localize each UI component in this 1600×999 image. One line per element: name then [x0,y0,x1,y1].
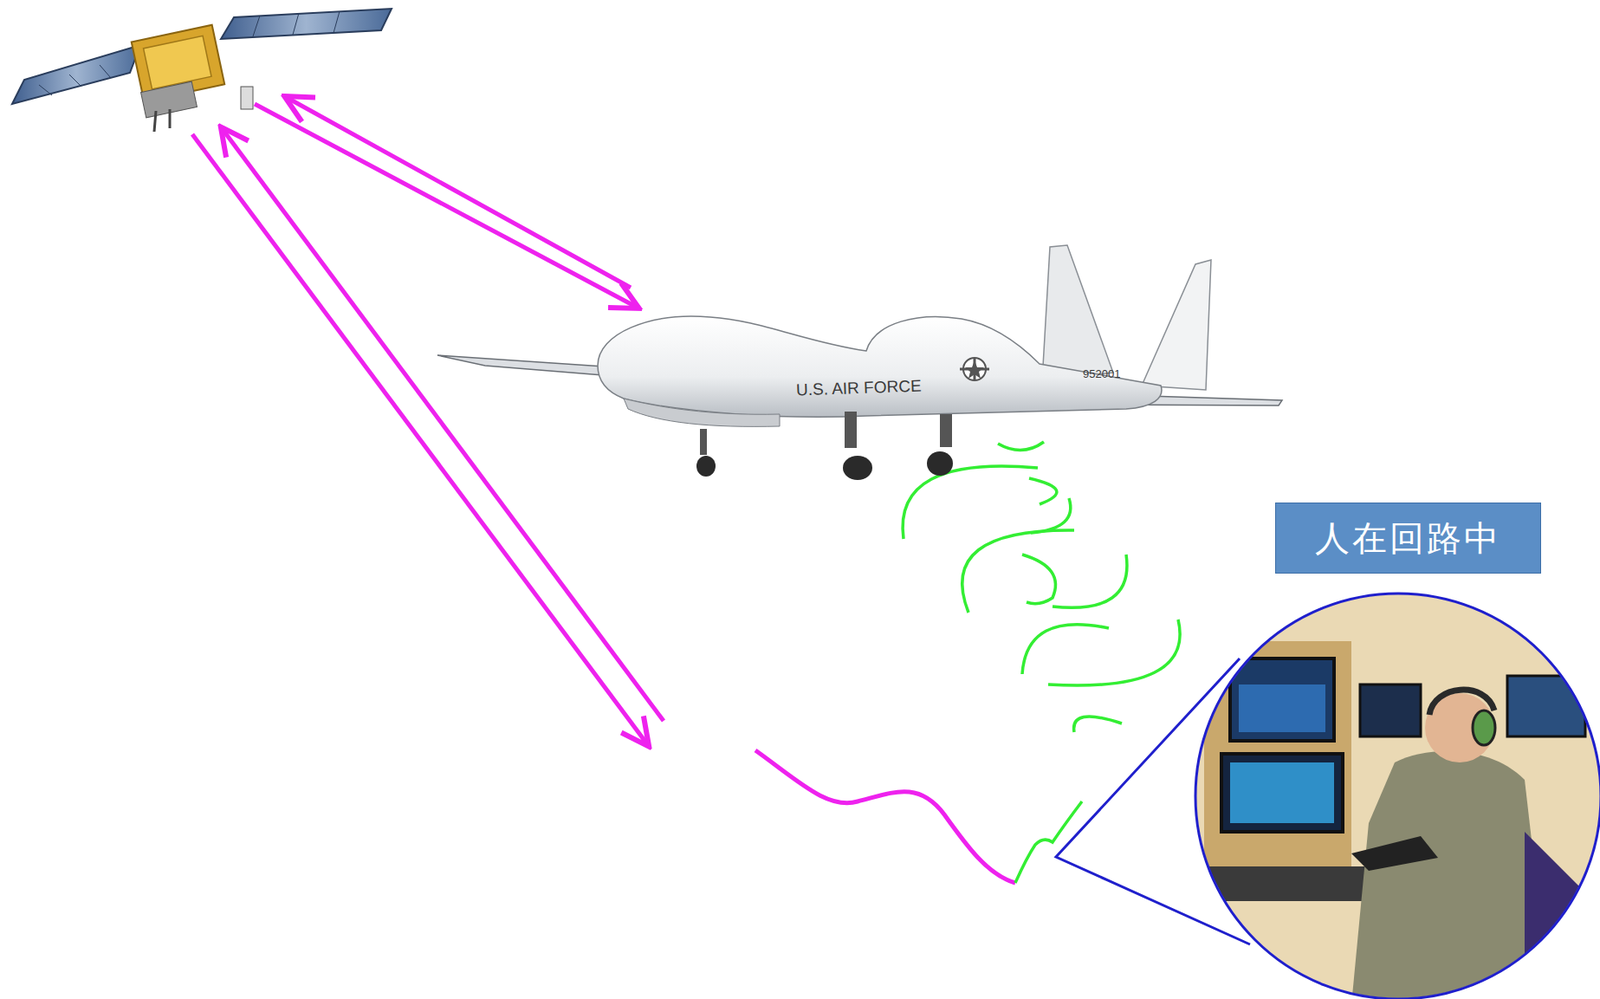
satellite-part [12,45,141,104]
satellite-part [292,12,299,35]
operator-photo-part [1186,589,1600,999]
satellite-part [154,110,156,132]
uav-aircraft-part [1042,245,1114,382]
radio-waves-part [1052,554,1128,608]
operator-photo-part-part [1472,710,1496,745]
uav-aircraft-part [926,451,953,476]
uav-aircraft [437,245,1283,480]
satellite-part [252,15,260,37]
satellite-part [143,35,212,90]
radio-waves-part [1022,624,1109,674]
operator-photo-part-part [1524,831,1586,999]
satellite-link-part [221,128,664,721]
satellite-part [333,11,340,33]
satellite-part [220,8,392,39]
satellite-part [69,74,82,87]
uav-aircraft-part [844,411,857,448]
satellite-part [168,109,172,129]
caption-box: 人在回路中 [1275,502,1542,574]
satellite-link-part [192,134,648,745]
operator-photo-part-part [1221,753,1343,832]
radio-waves-part [1074,716,1122,732]
operator-photo-part-part [1230,762,1335,823]
satellite-link-part [285,97,631,288]
operator-photo-part-part [1204,641,1352,884]
operator-photo-part-part [1186,589,1600,999]
radio-waves-part [962,530,1075,613]
satellite-link-part [254,103,638,308]
satellite-part [38,84,52,96]
satellite-link-part [755,750,1016,883]
uav-aircraft-part [696,455,716,477]
uav-aircraft-part [939,414,953,447]
uav-aircraft-part [597,316,1162,417]
radio-waves-part [1022,554,1056,604]
satellite [12,8,392,132]
operator-photo-part-part [1238,684,1326,732]
operator-photo-part [1195,593,1600,999]
aircraft-marking: 952001 [1082,367,1121,381]
operator-photo-part-part [1360,684,1421,737]
operator-photo [1055,589,1600,999]
operator-photo-part-part [1507,675,1586,737]
radio-waves-part [1048,619,1180,686]
radio-waves-part [1015,801,1082,883]
uav-aircraft-part [623,398,780,427]
operator-photo-part-part [1230,658,1335,741]
radio-waves-part [997,441,1044,451]
radio-waves-part [902,466,1038,539]
satellite-link [192,97,1016,883]
uav-aircraft-part [1141,259,1212,390]
uav-aircraft-part [965,360,985,379]
box-label: 人在回路中 [1314,514,1502,563]
satellite-part [99,64,111,78]
radio-waves-part [1030,498,1071,533]
uav-aircraft-part [699,428,707,455]
operator-photo-part-part [1351,751,1551,999]
uav-aircraft-part [959,358,990,380]
operator-photo-part [1055,658,1251,945]
uav-aircraft-part [842,455,873,480]
operator-photo-part-part [1351,835,1439,871]
radio-waves [902,441,1180,883]
satellite-part [240,86,253,110]
radio-waves-part [1029,478,1057,505]
